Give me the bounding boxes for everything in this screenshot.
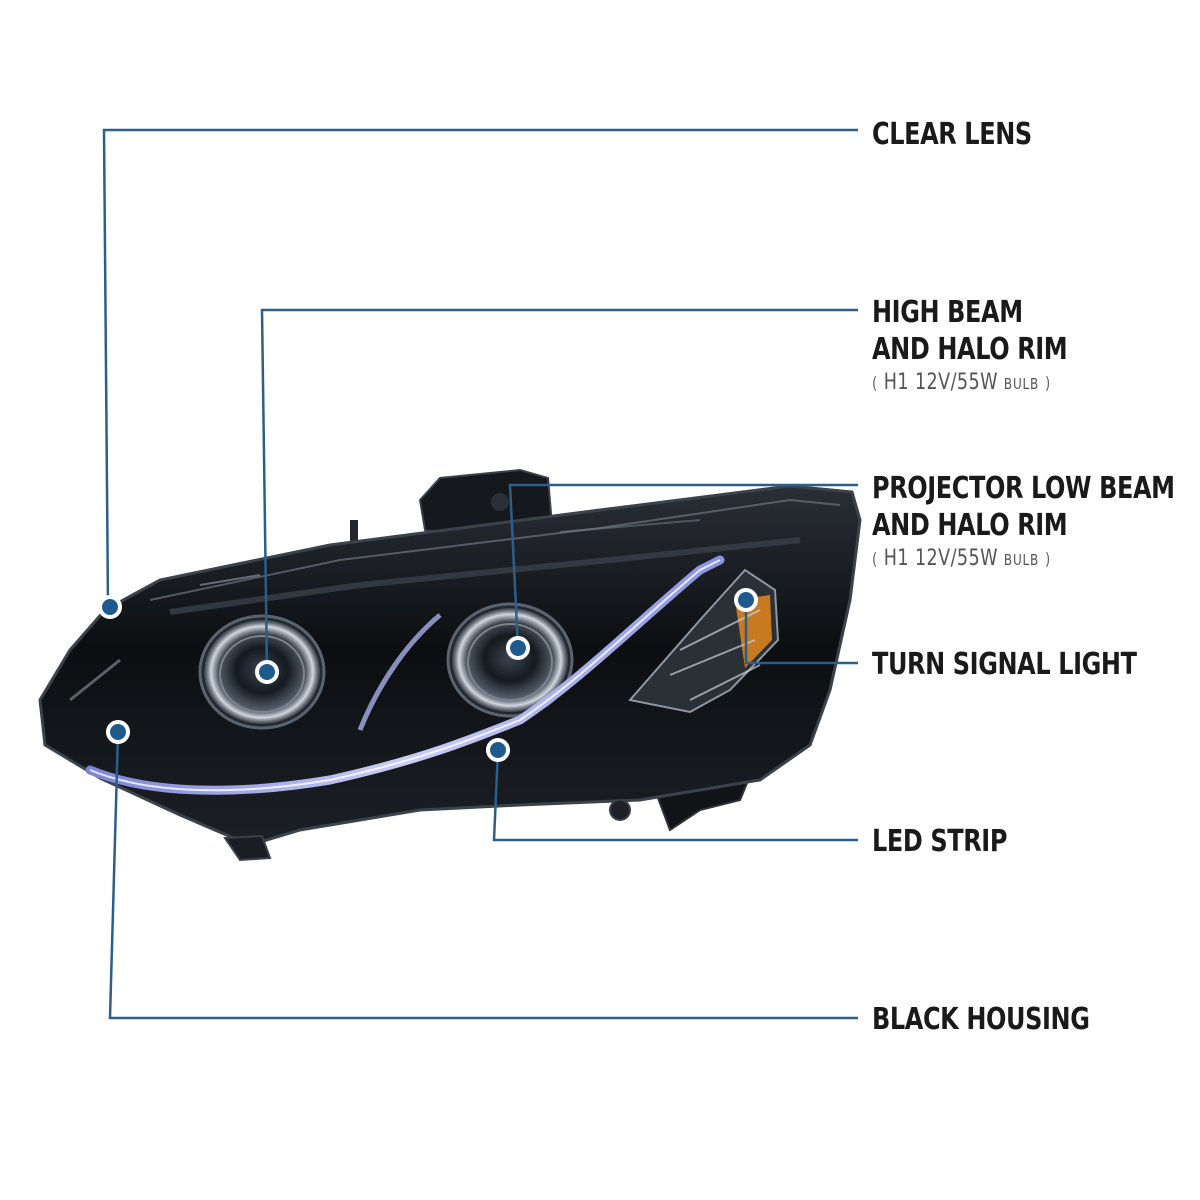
label-low-beam-spec: ( H1 12V/55W BULB ): [872, 544, 1175, 575]
label-clear-lens-title: CLEAR LENS: [872, 117, 1032, 152]
spec-close-paren: ): [1045, 550, 1051, 570]
label-clear-lens: CLEAR LENS: [872, 116, 1032, 153]
label-low-beam: PROJECTOR LOW BEAM AND HALO RIM ( H1 12V…: [872, 470, 1175, 575]
leader-line-turn-signal: [744, 600, 858, 665]
marker-black-housing: [106, 720, 130, 744]
label-led-strip-title: LED STRIP: [872, 824, 1008, 859]
label-black-housing: BLACK HOUSING: [872, 1001, 1090, 1038]
label-high-beam-title-1: HIGH BEAM: [872, 295, 1023, 330]
label-led-strip: LED STRIP: [872, 823, 1007, 860]
label-high-beam-title-2: AND HALO RIM: [872, 332, 1068, 367]
leader-line-high-beam: [260, 308, 858, 673]
leader-line-clear-lens: [102, 128, 858, 608]
label-high-beam-spec: ( H1 12V/55W BULB ): [872, 368, 1067, 399]
spec-close-paren: ): [1045, 374, 1051, 394]
label-high-beam: HIGH BEAM AND HALO RIM ( H1 12V/55W BULB…: [872, 294, 1068, 399]
spec-bulb-unit: BULB: [1003, 375, 1040, 393]
low-beam-projector: [446, 602, 574, 718]
marker-high-beam: [255, 660, 279, 684]
leader-line-led-strip: [492, 749, 858, 842]
leader-line-low-beam: [508, 483, 858, 649]
marker-low-beam: [506, 636, 530, 660]
marker-turn-signal: [734, 588, 758, 612]
spec-bulb-rating: H1 12V/55W: [883, 370, 998, 395]
label-turn-signal: TURN SIGNAL LIGHT: [872, 646, 1137, 683]
spec-bulb-unit: BULB: [1003, 551, 1040, 569]
label-low-beam-title-2: AND HALO RIM: [872, 508, 1068, 543]
leader-lines: [102, 128, 858, 1020]
led-strip-light: [85, 555, 725, 795]
spec-open-paren: (: [872, 374, 878, 394]
label-low-beam-title-1: PROJECTOR LOW BEAM: [872, 471, 1175, 506]
label-turn-signal-title: TURN SIGNAL LIGHT: [872, 647, 1137, 682]
spec-open-paren: (: [872, 550, 878, 570]
high-beam-projector: [198, 614, 326, 730]
marker-led-strip: [486, 738, 510, 762]
marker-clear-lens: [98, 595, 122, 619]
label-black-housing-title: BLACK HOUSING: [872, 1002, 1090, 1037]
leader-line-black-housing: [108, 731, 858, 1020]
spec-bulb-rating: H1 12V/55W: [883, 546, 998, 571]
callout-markers: [98, 588, 758, 762]
